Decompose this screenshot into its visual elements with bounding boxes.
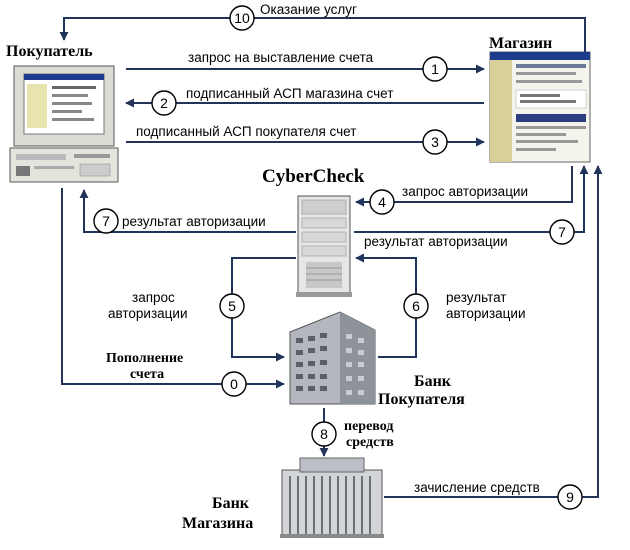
svg-text:1: 1 (431, 61, 439, 77)
svg-text:6: 6 (412, 298, 420, 314)
step-2-label: подписанный АСП магазина счет (186, 86, 393, 101)
step-4-label: запрос авторизации (402, 184, 528, 199)
step-6-label-line1: результат (446, 290, 507, 305)
svg-text:7: 7 (558, 224, 566, 240)
arrow-7-buyer (79, 189, 296, 233)
buyer-bank-building-icon (289, 311, 376, 405)
svg-text:5: 5 (228, 298, 236, 314)
step-7-shop-label: результат авторизации (364, 234, 508, 249)
step-8-label-line2: средств (346, 435, 394, 450)
step-7-buyer-label: результат авторизации (122, 214, 266, 229)
step-6-badge: 6 (403, 293, 429, 319)
svg-text:2: 2 (160, 95, 168, 111)
svg-text:9: 9 (566, 489, 574, 505)
step-5-label-line2: авторизации (108, 306, 187, 321)
arrow-7-shop (354, 165, 589, 233)
cybercheck-title: CyberCheck (262, 166, 365, 187)
buyer-bank-title-line2: Покупателя (378, 391, 465, 408)
step-0-badge: 0 (221, 371, 247, 397)
step-7-shop-badge: 7 (549, 219, 575, 245)
arrow-0 (61, 188, 285, 389)
svg-text:4: 4 (378, 194, 386, 210)
svg-text:10: 10 (234, 10, 250, 26)
shop-screen-icon (489, 51, 591, 163)
step-5-badge: 5 (219, 293, 245, 319)
svg-text:7: 7 (102, 213, 110, 229)
step-0-label-line2: счета (130, 367, 164, 382)
step-7-buyer-badge: 7 (93, 208, 119, 234)
step-4-badge: 4 (369, 189, 395, 215)
buyer-bank-title-line1: Банк (414, 373, 452, 390)
step-3-badge: 3 (422, 129, 448, 155)
step-5-label-line1: запрос (132, 290, 175, 305)
svg-text:3: 3 (431, 134, 439, 150)
buyer-computer-icon (9, 65, 119, 183)
cybercheck-server-icon (296, 195, 352, 297)
shop-bank-title-line1: Банк (212, 495, 250, 512)
step-8-label-line1: перевод (344, 419, 393, 434)
step-6-label-line2: авторизации (446, 306, 525, 321)
buyer-title: Покупатель (6, 43, 93, 60)
step-3-label: подписанный АСП покупателя счет (136, 124, 356, 139)
svg-text:0: 0 (230, 376, 238, 392)
step-1-badge: 1 (422, 56, 448, 82)
arrow-4 (355, 166, 573, 207)
step-2-badge: 2 (151, 90, 177, 116)
arrow-9 (384, 165, 603, 498)
arrow-10 (59, 17, 586, 52)
step-9-label: зачисление средств (414, 480, 540, 495)
step-10-badge: 10 (229, 5, 255, 31)
step-10-label: Оказание услуг (260, 2, 357, 17)
shop-bank-title-line2: Магазина (182, 515, 253, 532)
shop-bank-building-icon (280, 457, 384, 538)
step-0-label-line1: Пополнение (106, 351, 183, 366)
step-1-label: запрос на выставление счета (188, 50, 374, 65)
svg-text:8: 8 (320, 426, 328, 442)
step-8-badge: 8 (311, 421, 337, 447)
step-9-badge: 9 (557, 484, 583, 510)
shop-title: Магазин (489, 35, 552, 52)
